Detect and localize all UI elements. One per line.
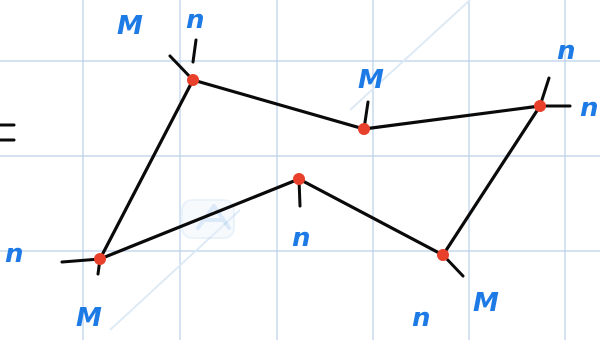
label-bottom-left: M: [76, 303, 102, 333]
edge-top-left: [191, 78, 366, 131]
vertex-f: [94, 253, 106, 265]
vertex-a: [187, 74, 199, 86]
label-top-left-2: n: [186, 5, 205, 35]
label-center-bottom: n: [292, 223, 311, 253]
edge-bottom-right: [297, 177, 445, 257]
polygon-edges: [98, 78, 542, 261]
vertex-b: [358, 123, 370, 135]
edge-top-right: [362, 104, 542, 131]
label-mid-top: M: [358, 65, 384, 95]
edge-bottom-left: [98, 177, 301, 261]
label-right-top: n: [557, 36, 576, 66]
label-bottom-right-1: n: [412, 303, 431, 333]
vertex-d: [437, 249, 449, 261]
vertex-c: [534, 100, 546, 112]
vertices: [94, 74, 546, 265]
label-top-left-1: M: [117, 11, 143, 41]
left-edge-symbol: [0, 123, 16, 142]
vertex-e: [293, 173, 305, 185]
edge-right: [441, 104, 542, 257]
label-left-side: n: [5, 239, 24, 269]
faint-diagonals: [109, 0, 471, 331]
label-bottom-right-2: M: [473, 288, 499, 318]
tick-marks: [60, 38, 572, 278]
edge-left: [98, 78, 195, 261]
watermark-icon: [181, 199, 235, 239]
labels: M n M n n n M n n M: [5, 5, 599, 333]
label-right-side: n: [580, 93, 599, 123]
